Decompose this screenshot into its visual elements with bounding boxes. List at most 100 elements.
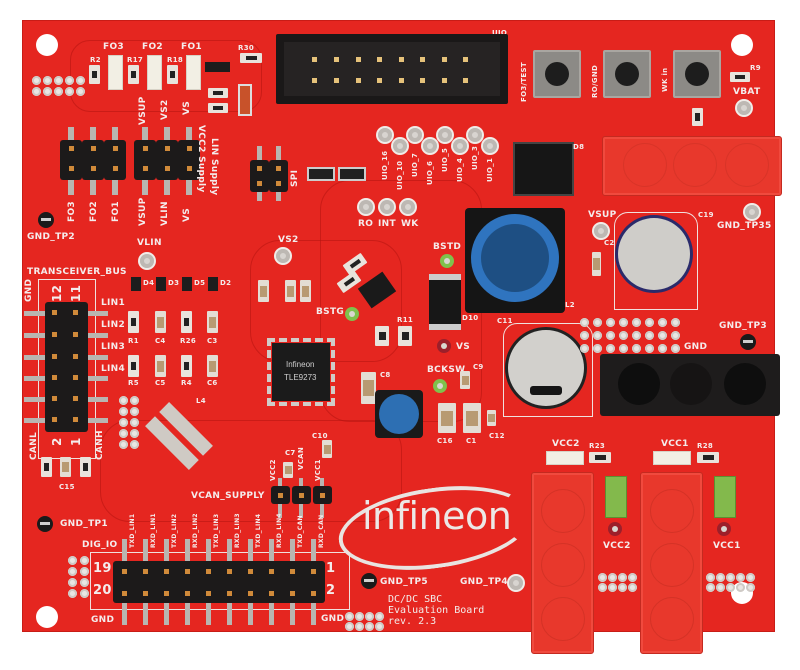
label-vs-bottom: VS [182,207,192,222]
capacitor-c5 [155,355,166,377]
diode-d10 [429,274,461,330]
resistor-r18 [167,65,178,84]
label-dig-io: DIG_IO [82,540,118,550]
testpoint-uio-10[interactable] [393,139,407,153]
capacitor [300,280,311,302]
label-rxd-lin4: RXD_LIN4 [276,513,283,548]
testpoint-gnd-tp4[interactable] [509,576,523,590]
capacitor-c15 [60,457,71,477]
label-vcc2-led: VCC2 [552,439,580,449]
led-fo2 [147,55,162,90]
vcc2-green-jumper[interactable] [605,476,627,518]
label-ro: RO [358,219,374,229]
testpoint-uio-1[interactable] [483,139,497,153]
fo3-test-button[interactable] [533,50,581,98]
testpoint-uio-6[interactable] [423,139,437,153]
capacitor-c16 [438,403,456,433]
testpoint-vs[interactable] [437,339,451,353]
label-canh: CANH [95,430,105,460]
testpoint-gnd-tp5[interactable] [361,573,377,589]
testpoint-vlin[interactable] [140,254,154,268]
vbat-red-connector[interactable] [602,136,782,196]
label-c8: C8 [380,371,391,379]
label-l4: L4 [196,397,206,405]
led-vcc1 [653,451,691,465]
label-gnd-tp1: GND_TP1 [60,519,108,529]
mounting-hole [36,34,58,56]
label-vcc1-tp: VCC1 [713,541,741,551]
testpoint-ro[interactable] [359,200,373,214]
vcc2-red-connector[interactable] [531,472,594,654]
testpoint-bcksw[interactable] [433,379,447,393]
testpoint-vbat[interactable] [737,101,751,115]
label-c5: C5 [155,379,166,387]
testpoint-uio-5[interactable] [438,128,452,142]
capacitor-c10 [322,440,332,458]
label-gnd: GND [684,342,708,352]
capacitor [258,280,269,302]
testpoint-int[interactable] [380,200,394,214]
dig-io-outline [90,552,350,610]
testpoint-vsup[interactable] [594,224,608,238]
label-gnd-tp2: GND_TP2 [27,232,75,242]
testpoint-uio-3[interactable] [468,128,482,142]
label-d10: D10 [462,314,479,322]
testpoint-gnd-tp2[interactable] [38,212,54,228]
diode-d8 [513,142,574,196]
testpoint-uio-4[interactable] [453,139,467,153]
resistor [208,103,228,113]
label-wk-in: WK in [661,67,669,92]
label-vs2: VS2 [278,235,299,245]
wk-in-button[interactable] [673,50,721,98]
uio-header-connector[interactable] [276,34,508,104]
testpoint-gnd-tp1[interactable] [37,516,53,532]
mounting-hole [36,606,58,628]
resistor-array [307,167,335,181]
gnd-black-connector[interactable] [600,354,780,416]
label-uio-7: UIO_7 [411,152,419,177]
label-bstg: BSTG [316,307,345,317]
resistor-r11 [375,326,389,346]
testpoint-gnd-tp35[interactable] [745,205,759,219]
testpoint-vcc1[interactable] [717,522,731,536]
jumper-vsup[interactable] [134,140,156,180]
label-uio-6: UIO_6 [426,160,434,185]
jumper-vs[interactable] [178,140,200,180]
resistor-r30 [240,53,262,63]
testpoint-uio-7[interactable] [408,128,422,142]
label-vs: VS [182,100,192,115]
ro-gnd-button[interactable] [603,50,651,98]
spi-jumper[interactable] [269,160,288,192]
label-c12: C12 [489,432,505,440]
label-vlin: VLIN [137,238,162,248]
label-d2: D2 [220,279,232,287]
testpoint-vs2[interactable] [276,249,290,263]
capacitor-c2 [592,252,601,276]
vcc1-green-jumper[interactable] [714,476,736,518]
label-rxd-lin1: RXD_LIN1 [150,513,157,548]
label-rxd-lin2: RXD_LIN2 [192,513,199,548]
diode-d4 [131,277,141,291]
testpoint-uio-16[interactable] [378,128,392,142]
label-uio-16: UIO_16 [381,150,389,180]
label-lin1: LIN1 [101,298,126,308]
sbc-ic-tle9273: Infineon TLE9273 [267,338,335,406]
jumper-fo2[interactable] [82,140,104,180]
spi-jumper[interactable] [250,160,269,192]
resistor [398,326,412,346]
label-vs2: VS2 [160,99,170,120]
vcc1-red-connector[interactable] [640,472,703,654]
jumper-vlin[interactable] [156,140,178,180]
testpoint-bstg[interactable] [345,307,359,321]
label-transceiver-bus: TRANSCEIVER_BUS [27,267,127,277]
jumper-fo1[interactable] [104,140,126,180]
c19-outline [614,212,698,310]
jumper-fo3[interactable] [60,140,82,180]
label-r23: R23 [589,442,606,450]
testpoint-vcc2[interactable] [608,522,622,536]
testpoint-gnd-tp3[interactable] [740,334,756,350]
label-r28: R28 [697,442,714,450]
testpoint-bstd[interactable] [440,254,454,268]
testpoint-wk[interactable] [401,200,415,214]
label-bcksw: BCKSW [427,365,466,375]
